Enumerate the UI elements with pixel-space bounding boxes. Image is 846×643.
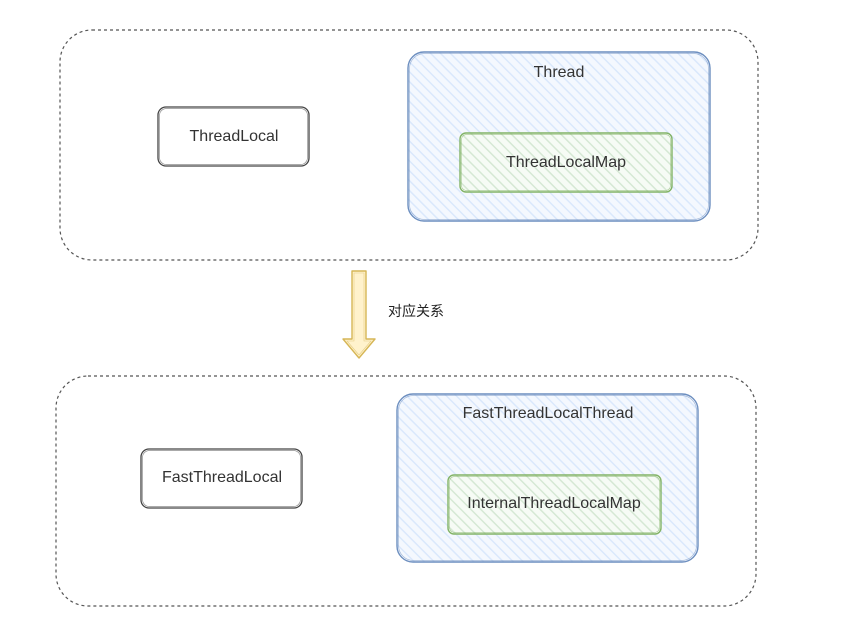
thread-local-box[interactable]: ThreadLocal [157, 106, 310, 167]
thread-label: Thread [534, 64, 585, 81]
down-arrow-icon [342, 270, 376, 359]
thread-local-map-label: ThreadLocalMap [506, 154, 626, 171]
bottom-group: FastThreadLocal FastThreadLocalThread In… [55, 375, 757, 607]
thread-local-map-box[interactable]: ThreadLocalMap [459, 132, 673, 193]
internal-thread-local-map-box[interactable]: InternalThreadLocalMap [447, 474, 662, 535]
arrow-label: 对应关系 [388, 303, 444, 320]
fast-thread-local-thread-label: FastThreadLocalThread [463, 405, 634, 422]
fast-thread-local-label: FastThreadLocal [162, 469, 282, 486]
thread-box[interactable]: Thread ThreadLocalMap [407, 51, 711, 222]
fast-thread-local-thread-box[interactable]: FastThreadLocalThread InternalThreadLoca… [396, 393, 699, 563]
top-group: ThreadLocal Thread ThreadLocalMap [59, 29, 759, 261]
bottom-group-border [55, 375, 757, 607]
correspondence-arrow: 对应关系 [342, 270, 444, 359]
internal-thread-local-map-label: InternalThreadLocalMap [467, 495, 641, 512]
thread-local-label: ThreadLocal [190, 128, 279, 145]
fast-thread-local-box[interactable]: FastThreadLocal [140, 448, 303, 509]
